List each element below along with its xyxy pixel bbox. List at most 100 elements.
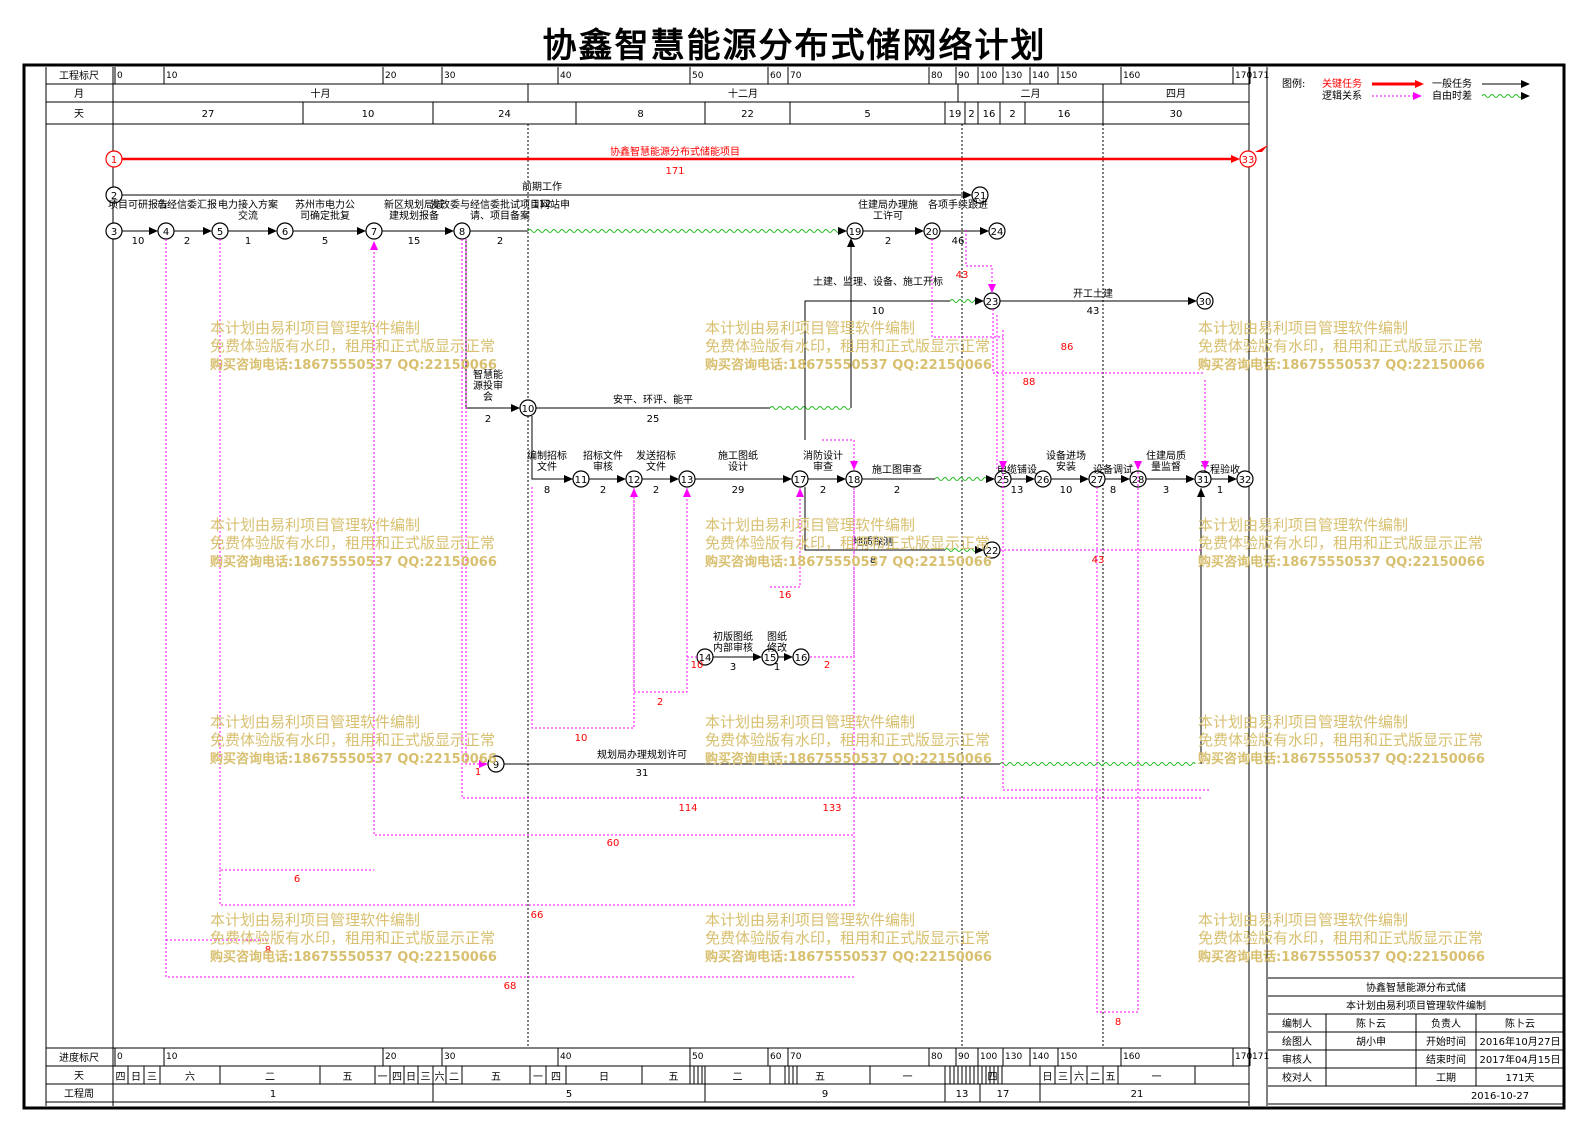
task-name: 施工图纸 (718, 449, 758, 462)
task-duration: 15 (408, 236, 421, 247)
watermark: 购买咨询电话:18675550537 QQ:22150066 (1198, 949, 1485, 965)
weekday: 二 (1090, 1072, 1100, 1083)
logic-line (992, 309, 1205, 374)
node-number: 12 (628, 475, 641, 486)
progress-tick: 100 (980, 1052, 997, 1062)
weekday: 四 (392, 1072, 402, 1083)
free-float-wave (1481, 94, 1523, 98)
legend-arrow (1521, 92, 1530, 100)
watermark: 本计划由易利项目管理软件编制 (1198, 713, 1408, 731)
outer-frame (22, 63, 1566, 1110)
event-node (1194, 470, 1212, 488)
event-node (276, 222, 294, 240)
watermark: 本计划由易利项目管理软件编制 (705, 319, 915, 337)
scale-tick: 80 (931, 71, 943, 81)
free-float-label: 8 (265, 945, 271, 956)
day-count: 16 (1058, 109, 1071, 120)
free-float-label: 133 (822, 803, 841, 814)
progress-tick: 20 (385, 1052, 397, 1062)
task-name: 新区规划局城 (384, 198, 444, 211)
watermark: 购买咨询电话:18675550537 QQ:22150066 (705, 949, 992, 965)
weekday: 五 (491, 1072, 501, 1083)
watermark: 购买咨询电话:18675550537 QQ:22150066 (210, 751, 497, 767)
task-name: 初版图纸 (713, 630, 753, 643)
progress-tick: 130 (1005, 1052, 1022, 1062)
day-count: 27 (202, 109, 215, 120)
watermark: 本计划由易利项目管理软件编制 (210, 911, 420, 929)
task-duration: 3 (730, 662, 736, 673)
weekday: 六 (185, 1071, 195, 1083)
task-name: 招标文件 (583, 449, 623, 462)
legend-float: 自由时差 (1432, 89, 1472, 102)
task-line (531, 416, 573, 480)
scale-tick: 20 (385, 71, 397, 81)
week-number: 21 (1131, 1089, 1144, 1100)
watermark: 免费体验版有水印，租用和正式版显示正常 (1198, 534, 1483, 552)
task-duration: 2 (653, 485, 659, 496)
task-name: 苏州市电力公 (295, 198, 355, 211)
month-name: 十月 (311, 87, 331, 100)
arrow-head (149, 227, 158, 235)
logic-line (165, 239, 854, 978)
arrow-head (784, 653, 793, 661)
weekday: 六 (435, 1071, 445, 1083)
logic-line (770, 488, 801, 588)
arrow-head (963, 191, 972, 199)
arrow-head (1201, 461, 1209, 470)
free-float-label: 8 (1115, 1017, 1121, 1028)
watermark: 免费体验版有水印，租用和正式版显示正常 (210, 929, 495, 947)
event-node (572, 470, 590, 488)
weekday: 二 (449, 1072, 459, 1083)
event-node (365, 222, 383, 240)
task-duration: 31 (636, 768, 649, 779)
task-duration: 10 (132, 236, 145, 247)
arrow-head (783, 475, 792, 483)
task-duration: 5 (322, 236, 328, 247)
arrow-head (357, 227, 366, 235)
arrow-head (847, 238, 855, 247)
logic-line (1002, 330, 1209, 791)
task-name: 图纸 (767, 630, 787, 643)
task-duration: 1 (774, 662, 780, 673)
logic-line (931, 239, 1003, 338)
footer-day-label: 天 (74, 1071, 84, 1082)
event-node (845, 470, 863, 488)
node-number: 2 (111, 191, 117, 202)
day-count: 22 (741, 109, 754, 120)
task-name: 电缆铺设 (997, 463, 1037, 476)
event-node (1034, 470, 1052, 488)
task-name: 设备进场 (1046, 449, 1086, 462)
weekday: 二 (265, 1072, 275, 1083)
watermark: 本计划由易利项目管理软件编制 (705, 713, 915, 731)
legend-critical: 关键任务 (1322, 77, 1362, 90)
node-number: 23 (986, 297, 999, 308)
free-float-label: 68 (504, 981, 517, 992)
watermark: 本计划由易利项目管理软件编制 (705, 911, 915, 929)
task-name: 设备调试 (1093, 463, 1133, 476)
arrow-head (479, 760, 488, 768)
task-duration: 2 (894, 485, 900, 496)
flag-icon (1255, 145, 1268, 152)
arrow-head (511, 404, 520, 412)
day-count: 16 (983, 109, 996, 120)
day-count: 2 (968, 109, 974, 120)
weekday: 一 (903, 1072, 913, 1083)
arrow-head (1026, 475, 1035, 483)
free-float-label: 2 (824, 660, 830, 671)
event-node (988, 222, 1006, 240)
task-duration: 8 (1110, 485, 1116, 496)
progress-tick: 0 (117, 1052, 123, 1062)
day-count: 8 (637, 109, 643, 120)
task-name: 施工图审查 (872, 463, 922, 476)
free-float-label: 16 (779, 590, 792, 601)
task-name: 安装 (1056, 460, 1076, 473)
event-node (1129, 470, 1147, 488)
weekday: 四 (988, 1072, 998, 1083)
task-duration: 1 (245, 236, 251, 247)
watermark: 本计划由易利项目管理软件编制 (1198, 516, 1408, 534)
node-number: 9 (493, 760, 499, 771)
watermark: 购买咨询电话:18675550537 QQ:22150066 (210, 554, 497, 570)
weekday: 日 (131, 1072, 141, 1083)
day-label: 天 (74, 109, 84, 120)
